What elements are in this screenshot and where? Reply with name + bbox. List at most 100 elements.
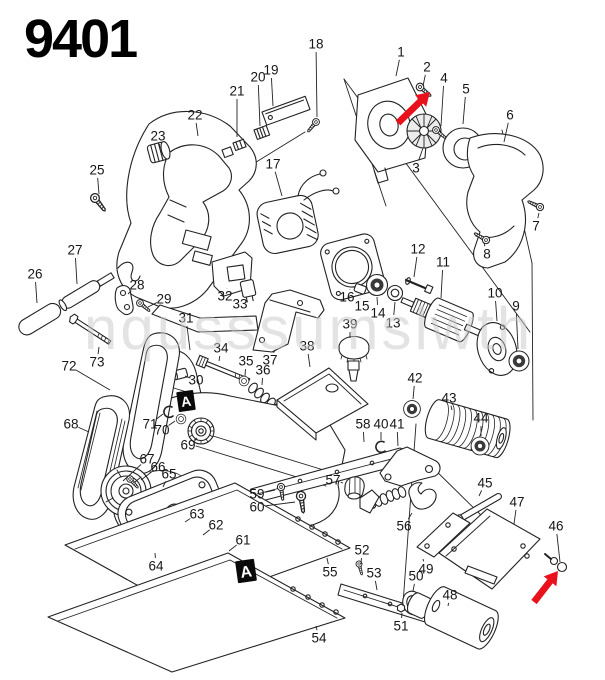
leader-line [264, 501, 296, 507]
part-label-2: 2 [423, 60, 431, 75]
leader-line [127, 290, 132, 295]
detail-badges: AA [176, 390, 257, 584]
leader-line [218, 355, 221, 362]
leader-line [515, 313, 519, 350]
part-label-35: 35 [238, 354, 253, 369]
leader-line [184, 375, 189, 378]
leader-line [450, 405, 453, 411]
part-label-53: 53 [366, 566, 381, 581]
part-label-71: 71 [142, 417, 157, 432]
detail-badge: A [235, 558, 257, 584]
part-label-69: 69 [180, 438, 195, 453]
leader-line [396, 431, 399, 447]
leader-line [537, 212, 540, 219]
part-label-13: 13 [385, 316, 400, 331]
leader-line [503, 122, 509, 143]
leader-line [75, 369, 111, 391]
leader-line [478, 490, 483, 497]
part-label-52: 52 [354, 543, 369, 558]
leader-line [422, 74, 426, 87]
part-label-27: 27 [67, 243, 82, 258]
svg-text:A: A [180, 393, 192, 410]
part-label-18: 18 [308, 37, 323, 52]
leader-line [362, 431, 365, 443]
leader-line [97, 346, 100, 355]
part-label-34: 34 [213, 341, 229, 356]
part-drawing-fan-group [354, 77, 546, 269]
leader-line [274, 171, 283, 197]
part-drawing-flange [476, 322, 518, 376]
leader-line [158, 143, 161, 149]
leader-line [412, 385, 415, 400]
highlight-arrow-icon [531, 571, 558, 605]
part-label-60: 60 [249, 500, 264, 515]
part-label-67: 67 [139, 452, 154, 467]
part-label-51: 51 [393, 619, 408, 634]
part-label-49: 49 [418, 562, 433, 577]
leader-line [140, 471, 152, 481]
leader-line [447, 602, 450, 607]
leader-line [186, 325, 191, 351]
leader-line [273, 349, 276, 354]
part-drawing-top-small-parts [88, 95, 322, 215]
part-label-70: 70 [154, 423, 169, 438]
part-label-4: 4 [440, 71, 448, 86]
part-label-17: 17 [265, 157, 280, 172]
leader-line [440, 269, 444, 299]
part-label-43: 43 [441, 391, 456, 406]
highlight-arrow-icon [395, 92, 430, 126]
part-drawing-knob [338, 335, 370, 382]
leader-line [97, 177, 100, 195]
part-label-73: 73 [89, 355, 104, 370]
part-label-48: 48 [442, 588, 457, 603]
leader-line [374, 580, 378, 591]
leader-line [35, 281, 38, 304]
part-label-12: 12 [410, 242, 425, 257]
part-labels: 1234567891011121314151617181920212223252… [27, 37, 563, 646]
part-label-26: 26 [27, 267, 42, 282]
part-label-22: 22 [187, 108, 202, 123]
leader-line [78, 426, 90, 433]
part-label-63: 63 [189, 507, 204, 522]
leader-line [168, 420, 176, 426]
part-label-25: 25 [89, 163, 104, 178]
leader-line [122, 464, 142, 482]
part-label-6: 6 [506, 108, 514, 123]
part-label-9: 9 [512, 299, 520, 314]
part-label-19: 19 [263, 63, 278, 78]
part-label-5: 5 [462, 82, 470, 97]
part-label-40: 40 [373, 417, 388, 432]
leader-line [264, 489, 276, 493]
leader-line [395, 59, 400, 77]
part-label-38: 38 [299, 339, 314, 354]
part-drawing-front-roller-group [396, 508, 568, 650]
leader-line [440, 85, 444, 127]
leader-line [315, 625, 318, 631]
part-label-41: 41 [389, 417, 404, 432]
model-number-title: 9401 [24, 9, 138, 69]
leader-line [75, 257, 78, 285]
part-drawing-armature-group [320, 233, 530, 376]
part-label-23: 23 [150, 129, 165, 144]
part-label-29: 29 [156, 292, 171, 307]
leader-line [412, 583, 415, 592]
leader-line [462, 96, 466, 125]
leader-line [307, 353, 311, 368]
part-label-21: 21 [229, 84, 244, 99]
part-label-37: 37 [262, 353, 277, 368]
part-label-65: 65 [161, 467, 176, 482]
svg-text:A: A [239, 563, 253, 582]
part-label-64: 64 [148, 559, 164, 574]
part-label-50: 50 [408, 569, 423, 584]
part-label-44: 44 [473, 411, 489, 426]
leader-line [315, 51, 318, 118]
part-label-58: 58 [355, 417, 370, 432]
leader-line [422, 558, 425, 562]
part-label-8: 8 [483, 247, 491, 262]
part-label-55: 55 [322, 565, 337, 580]
part-label-42: 42 [407, 371, 422, 386]
part-label-30: 30 [188, 373, 203, 388]
part-label-47: 47 [509, 495, 524, 510]
